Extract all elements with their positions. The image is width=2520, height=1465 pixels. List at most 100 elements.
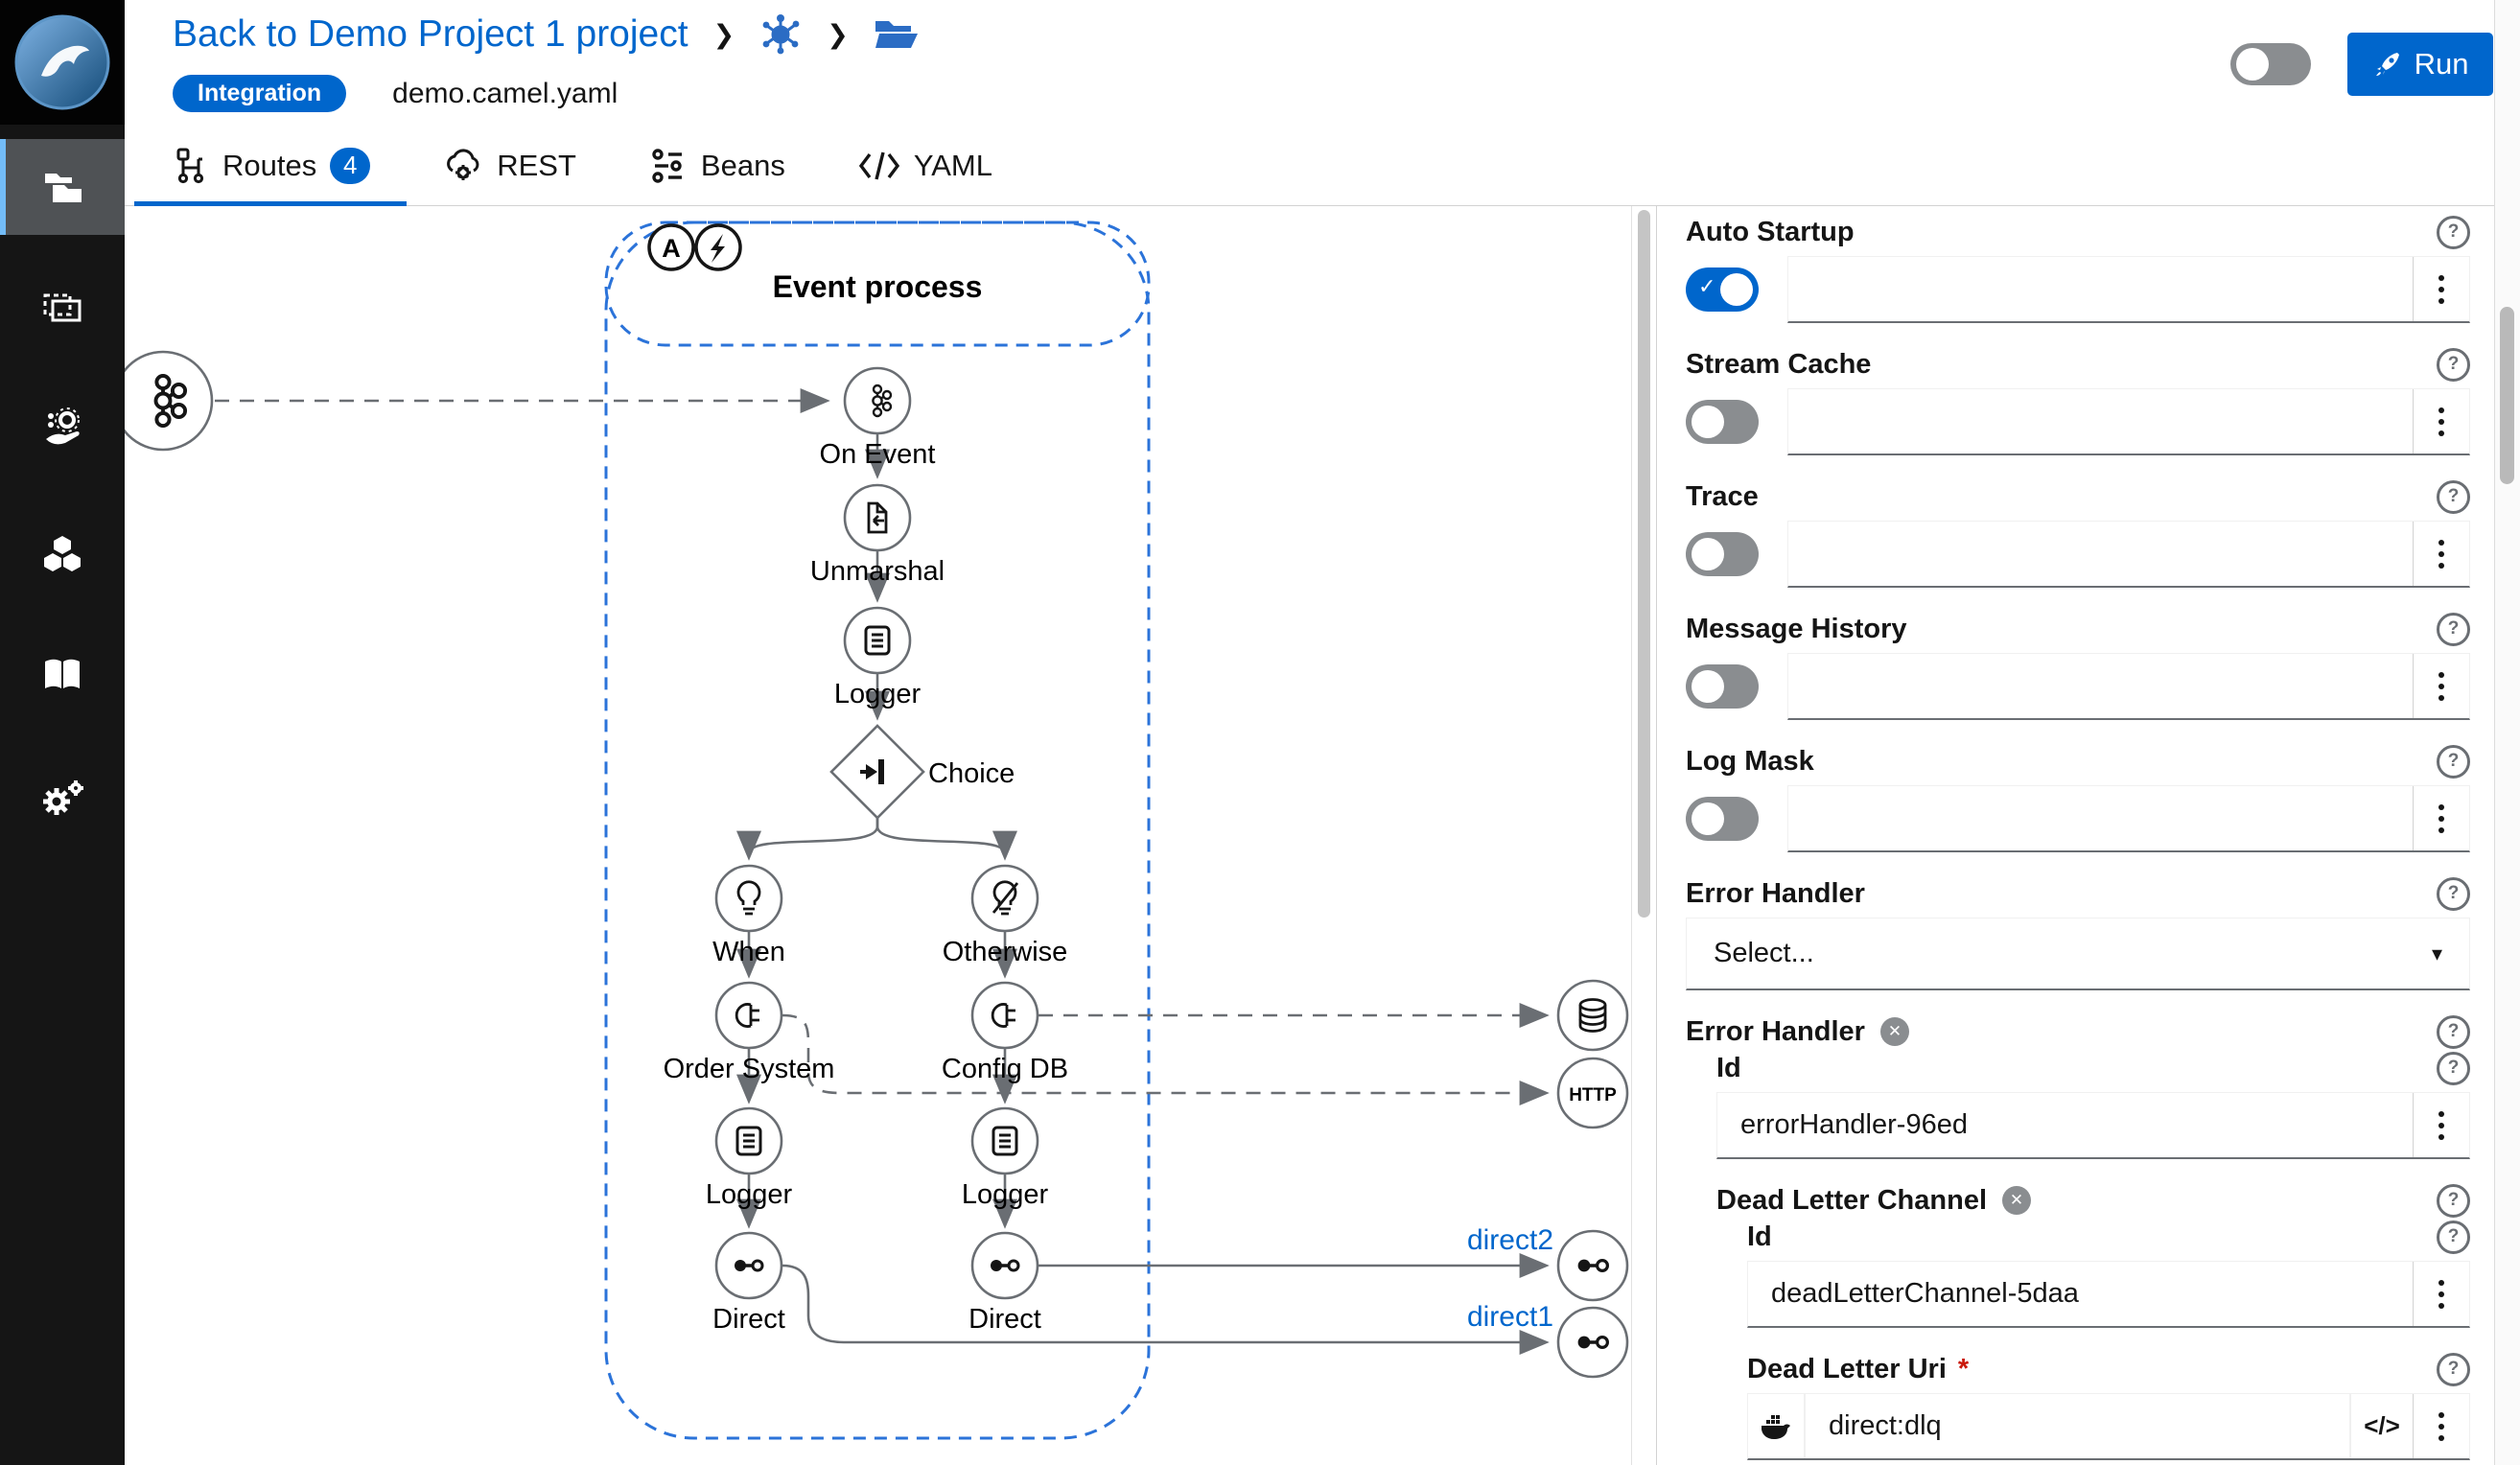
page-scrollbar-thumb[interactable] bbox=[2500, 307, 2514, 484]
help-icon[interactable]: ? bbox=[2437, 1220, 2470, 1254]
help-icon[interactable]: ? bbox=[2437, 876, 2470, 911]
lightbulb-icon bbox=[736, 880, 761, 916]
kebab-menu-icon[interactable] bbox=[2413, 1262, 2469, 1326]
route-title[interactable]: Event process bbox=[773, 269, 983, 304]
field-label: Auto Startup bbox=[1686, 216, 1855, 247]
node-http-external[interactable]: HTTP bbox=[1556, 1057, 1629, 1129]
node-label: Otherwise bbox=[943, 937, 1068, 967]
help-icon[interactable]: ? bbox=[2437, 1183, 2470, 1218]
tab-beans[interactable]: Beans bbox=[613, 126, 822, 206]
trace-input[interactable] bbox=[1788, 522, 2413, 586]
stream-cache-toggle[interactable] bbox=[1686, 400, 1759, 444]
help-icon[interactable]: ? bbox=[2437, 1014, 2470, 1049]
kebab-menu-icon[interactable] bbox=[2413, 654, 2469, 718]
help-icon[interactable]: ? bbox=[2437, 347, 2470, 382]
page-scrollbar[interactable] bbox=[2494, 0, 2520, 1465]
sidebar-item-containers[interactable] bbox=[0, 505, 125, 601]
field-label: Trace bbox=[1686, 480, 1759, 512]
node-logger-1[interactable]: Logger bbox=[834, 606, 922, 709]
dead-letter-channel-id-input[interactable]: deadLetterChannel-5daa bbox=[1771, 1278, 2079, 1309]
edge-choice-otherwise bbox=[875, 816, 1017, 861]
node-database-external[interactable] bbox=[1556, 979, 1629, 1052]
sidebar-item-projects[interactable] bbox=[0, 139, 125, 235]
lightbulb-off-icon bbox=[992, 880, 1019, 916]
gears-icon bbox=[43, 780, 83, 815]
route-container[interactable] bbox=[604, 221, 1151, 1440]
node-when[interactable]: When bbox=[712, 864, 785, 967]
file-tabbar: Routes 4 REST Beans YAML bbox=[125, 126, 2520, 207]
auto-startup-input[interactable] bbox=[1788, 257, 2413, 321]
remove-error-handler-icon[interactable]: ✕ bbox=[1879, 1017, 1909, 1046]
kebab-menu-icon[interactable] bbox=[2413, 257, 2469, 321]
node-logger-3[interactable]: Logger bbox=[962, 1106, 1049, 1210]
section-label: Error Handler bbox=[1686, 1015, 1865, 1047]
help-icon[interactable]: ? bbox=[2437, 612, 2470, 646]
kebab-menu-icon[interactable] bbox=[2413, 389, 2469, 453]
sidebar-item-knowledgebase[interactable] bbox=[0, 627, 125, 723]
kebab-menu-icon[interactable] bbox=[2413, 786, 2469, 850]
help-icon[interactable]: ? bbox=[2437, 215, 2470, 249]
kebab-menu-icon[interactable] bbox=[2413, 1093, 2469, 1157]
help-icon[interactable]: ? bbox=[2437, 1352, 2470, 1386]
tab-routes[interactable]: Routes 4 bbox=[134, 126, 408, 207]
node-kafka-external[interactable] bbox=[125, 350, 214, 452]
node-label: Choice bbox=[928, 758, 1015, 789]
log-mask-input[interactable] bbox=[1788, 786, 2413, 850]
auto-startup-toggle[interactable]: ✓ bbox=[1686, 267, 1759, 312]
stream-cache-input[interactable] bbox=[1788, 389, 2413, 453]
canvas-scrollbar[interactable] bbox=[1631, 206, 1657, 1465]
node-on-event[interactable]: On Event bbox=[820, 366, 936, 470]
node-label: Unmarshal bbox=[810, 556, 945, 587]
karavan-logo[interactable] bbox=[0, 0, 125, 125]
remove-dead-letter-channel-icon[interactable]: ✕ bbox=[2002, 1186, 2031, 1215]
node-direct-right[interactable]: Direct bbox=[968, 1231, 1041, 1335]
node-config-db[interactable]: Config DB bbox=[942, 981, 1068, 1084]
node-direct-left[interactable]: Direct bbox=[712, 1231, 785, 1335]
kafka-icon bbox=[872, 384, 893, 418]
node-order-system[interactable]: Order System bbox=[664, 981, 835, 1084]
log-mask-toggle[interactable] bbox=[1686, 797, 1759, 841]
tab-rest[interactable]: REST bbox=[407, 126, 613, 206]
node-otherwise[interactable]: Otherwise bbox=[943, 864, 1068, 967]
help-icon[interactable]: ? bbox=[2437, 479, 2470, 514]
node-label: Direct bbox=[968, 1304, 1041, 1335]
tab-yaml[interactable]: YAML bbox=[822, 126, 1029, 206]
required-asterisk: * bbox=[1957, 1353, 1970, 1384]
kebab-menu-icon[interactable] bbox=[2413, 1394, 2469, 1458]
canvas-scrollbar-thumb[interactable] bbox=[1638, 210, 1650, 918]
sidebar-item-configuration[interactable] bbox=[0, 750, 125, 846]
help-icon[interactable]: ? bbox=[2437, 1051, 2470, 1085]
help-icon[interactable]: ? bbox=[2437, 744, 2470, 779]
node-direct1-external[interactable]: direct1 bbox=[1467, 1301, 1629, 1379]
message-history-toggle[interactable] bbox=[1686, 664, 1759, 709]
trace-toggle[interactable] bbox=[1686, 532, 1759, 576]
error-handler-select[interactable]: Select... ▾ bbox=[1686, 918, 2470, 990]
error-handler-id-input[interactable]: errorHandler-96ed bbox=[1740, 1109, 1968, 1140]
integration-hub-icon bbox=[762, 14, 800, 55]
route-designer-canvas[interactable]: A Event process bbox=[125, 206, 1631, 1465]
breadcrumb-chevron-icon: ❯ bbox=[712, 19, 735, 49]
header-toggle[interactable] bbox=[2230, 43, 2311, 85]
sidebar-item-templates[interactable] bbox=[0, 259, 125, 355]
run-button[interactable]: Run bbox=[2347, 33, 2493, 96]
dead-letter-uri-input[interactable]: direct:dlq bbox=[1829, 1410, 1942, 1441]
beans-icon bbox=[652, 148, 682, 183]
node-direct2-external[interactable]: direct2 bbox=[1467, 1224, 1629, 1302]
sidebar-item-services[interactable] bbox=[0, 381, 125, 477]
node-unmarshal[interactable]: Unmarshal bbox=[810, 483, 945, 587]
code-editor-button[interactable]: </> bbox=[2349, 1394, 2413, 1458]
yaml-code-icon bbox=[858, 151, 899, 179]
template-icon bbox=[43, 293, 82, 322]
routes-count-badge: 4 bbox=[330, 147, 371, 184]
rest-cloud-icon bbox=[447, 148, 479, 180]
node-label: Logger bbox=[834, 679, 922, 709]
node-logger-2[interactable]: Logger bbox=[706, 1106, 793, 1210]
node-label: Logger bbox=[706, 1179, 793, 1210]
direct2-label: direct2 bbox=[1467, 1224, 1553, 1256]
back-to-project-link[interactable]: Back to Demo Project 1 project bbox=[173, 13, 688, 55]
kebab-menu-icon[interactable] bbox=[2413, 522, 2469, 586]
routes-icon bbox=[176, 148, 204, 183]
node-choice[interactable]: Choice bbox=[829, 724, 1015, 820]
route-header-band[interactable] bbox=[604, 221, 1151, 347]
message-history-input[interactable] bbox=[1788, 654, 2413, 718]
